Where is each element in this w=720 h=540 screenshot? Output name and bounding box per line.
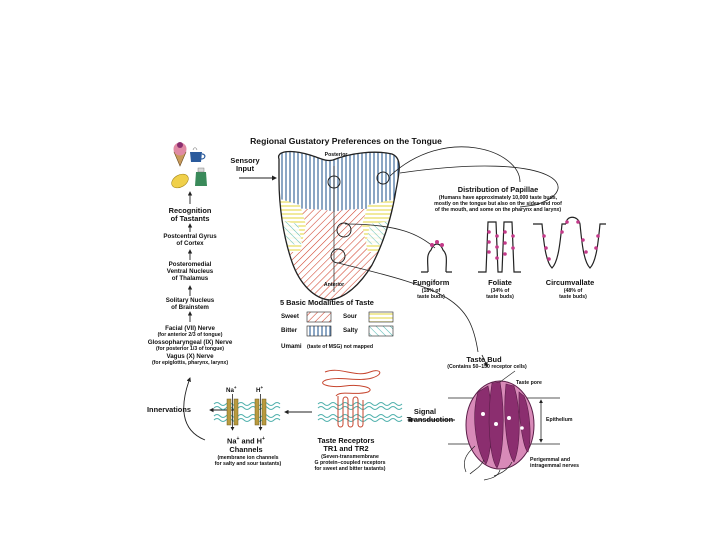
legend-label-umami: Umami <box>281 343 302 350</box>
signal-transduction-label: Transduction <box>406 415 454 424</box>
receptors-heading: Taste Receptors <box>317 436 375 445</box>
legend-label-sweet: Sweet <box>281 313 299 320</box>
sodium-ion-label: Na+ <box>226 385 237 395</box>
papilla-percent: (48% of <box>563 288 583 294</box>
modalities-heading: 5 Basic Modalities of Taste <box>280 298 374 307</box>
receptors-note: (Seven-transmembrane <box>321 454 379 460</box>
sensory-input-label: Sensory <box>230 156 260 165</box>
papilla-name: Circumvallate <box>545 278 595 287</box>
taste-pore-label: Taste pore <box>516 380 542 386</box>
thalamus-label: Posteromedial <box>168 261 212 268</box>
tongue-posterior-label: Posterior <box>324 152 348 158</box>
papilla-name: Foliate <box>488 278 512 287</box>
papilla-percent: taste buds) <box>417 294 445 300</box>
taste-bud-heading: Taste Bud <box>466 355 502 364</box>
papilla-percent: (34% of <box>490 288 510 294</box>
papilla-name: Fungiform <box>412 278 450 287</box>
fungiform-papilla <box>421 240 452 273</box>
legend-swatches <box>306 311 394 337</box>
papilla-percent: taste buds) <box>486 294 514 300</box>
taste-bud-illustration <box>448 370 560 481</box>
legend-label-bitter: Bitter <box>281 327 298 334</box>
channels-heading: Channels <box>229 445 263 454</box>
tongue-anterior-label: Anterior <box>323 282 345 288</box>
taste-bud-subtitle: (Contains 50–150 receptor cells) <box>447 364 527 370</box>
receptor-membrane <box>317 369 403 428</box>
channels-note: for salty and sour tastants) <box>214 461 282 467</box>
cranial-nerve-note: (for anterior 2/3 of tongue) <box>157 332 223 338</box>
papilla-percent: taste buds) <box>559 294 587 300</box>
circumvallate-papilla <box>533 216 606 269</box>
receptors-note: G protein–coupled receptors <box>314 460 386 466</box>
cortex-label: of Cortex <box>176 240 204 247</box>
diagram-title: Regional Gustatory Preferences on the To… <box>250 136 442 146</box>
tongue-map <box>278 150 400 301</box>
recognition-label: Recognition <box>168 206 212 215</box>
hydrogen-ion-label: H+ <box>256 385 264 395</box>
brainstem-label: of Brainstem <box>171 304 209 311</box>
papillae-note: mostly on the tongue but also on the sid… <box>434 201 562 207</box>
ion-channel-membrane <box>213 394 281 431</box>
foliate-papilla <box>478 221 521 273</box>
papillae-note: of the mouth, and some on the pharynx an… <box>434 207 562 213</box>
food-icons <box>171 142 207 189</box>
legend-umami-note: (taste of MSG) not mapped <box>307 344 373 350</box>
thalamus-label: Ventral Nucleus <box>166 268 214 275</box>
papillae-note: (Humans have approximately 10,000 taste … <box>438 195 558 201</box>
brainstem-label: Solitary Nucleus <box>165 297 215 304</box>
cranial-nerve-label: Glossopharyngeal (IX) Nerve <box>147 339 233 346</box>
cortex-label: Postcentral Gyrus <box>163 233 217 240</box>
channels-note: (membrane ion channels <box>217 455 279 461</box>
nerves-label: intragemmal nerves <box>530 463 580 469</box>
nerves-label: Perigemmal and <box>530 457 571 463</box>
receptors-heading: TR1 and TR2 <box>323 444 369 453</box>
channels-heading: Na+ and H+ <box>227 436 265 446</box>
receptors-note: for sweet and bitter tastants) <box>314 466 386 472</box>
recognition-label: of Tastants <box>170 214 210 223</box>
legend-label-sour: Sour <box>343 313 358 320</box>
sensory-input-label: Input <box>235 164 255 173</box>
epithelium-label: Epithelium <box>546 417 573 423</box>
cranial-nerve-note: (for posterior 1/3 of tongue) <box>155 346 225 352</box>
papilla-percent: (18% of <box>421 288 441 294</box>
cranial-nerve-label: Facial (VII) Nerve <box>165 325 215 332</box>
papillae-heading: Distribution of Papillae <box>457 185 539 194</box>
signal-transduction-label: Signal <box>413 407 437 416</box>
thalamus-label: of Thalamus <box>171 275 209 282</box>
legend-label-salty: Salty <box>343 327 358 334</box>
cranial-nerve-label: Vagus (X) Nerve <box>166 353 214 360</box>
innervations-label: Innervations <box>147 405 191 414</box>
cranial-nerve-note: (for epiglottis, pharynx, larynx) <box>151 360 229 366</box>
